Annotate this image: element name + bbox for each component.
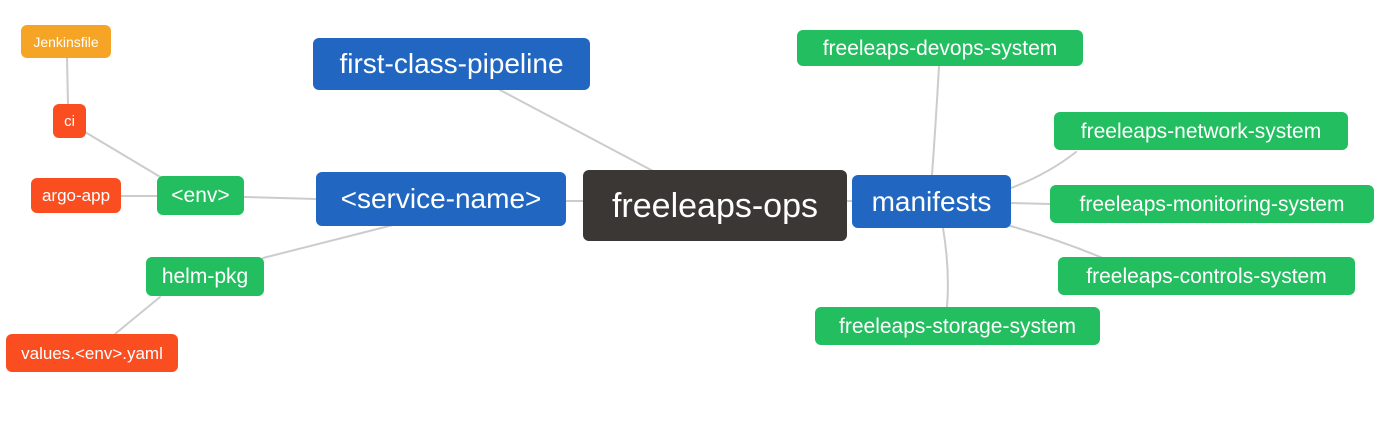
node-freeleaps-ops[interactable]: freeleaps-ops: [583, 170, 847, 241]
edge-manifests-monitoring: [1010, 202, 1051, 205]
node-freeleaps-controls-system[interactable]: freeleaps-controls-system: [1058, 257, 1355, 295]
node-freeleaps-storage-system[interactable]: freeleaps-storage-system: [815, 307, 1100, 345]
node-freeleaps-monitoring-system[interactable]: freeleaps-monitoring-system: [1050, 185, 1374, 223]
edge-jenkinsfile-ci: [66, 57, 69, 105]
edge-ci-env: [84, 131, 163, 179]
edge-env-service-name: [243, 196, 317, 200]
edge-helm-pkg-service-name: [262, 224, 394, 259]
node-freeleaps-network-system[interactable]: freeleaps-network-system: [1054, 112, 1348, 150]
edge-values-helm-pkg: [114, 296, 161, 335]
edge-pipeline-freeleaps-ops: [499, 89, 654, 172]
node-argo-app[interactable]: argo-app: [31, 178, 121, 213]
edge-manifests-controls: [1006, 224, 1106, 260]
node-ci[interactable]: ci: [53, 104, 86, 138]
node-freeleaps-devops-system[interactable]: freeleaps-devops-system: [797, 30, 1083, 66]
edge-manifests-network: [1010, 151, 1077, 189]
node-jenkinsfile[interactable]: Jenkinsfile: [21, 25, 111, 58]
edge-manifests-devops: [931, 65, 940, 176]
node-values-env-yaml[interactable]: values.<env>.yaml: [6, 334, 178, 372]
edge-manifests-storage: [942, 227, 949, 308]
node-manifests[interactable]: manifests: [852, 175, 1011, 228]
node-helm-pkg[interactable]: helm-pkg: [146, 257, 264, 296]
node-service-name[interactable]: <service-name>: [316, 172, 566, 226]
node-first-class-pipeline[interactable]: first-class-pipeline: [313, 38, 590, 90]
node-env[interactable]: <env>: [157, 176, 244, 215]
